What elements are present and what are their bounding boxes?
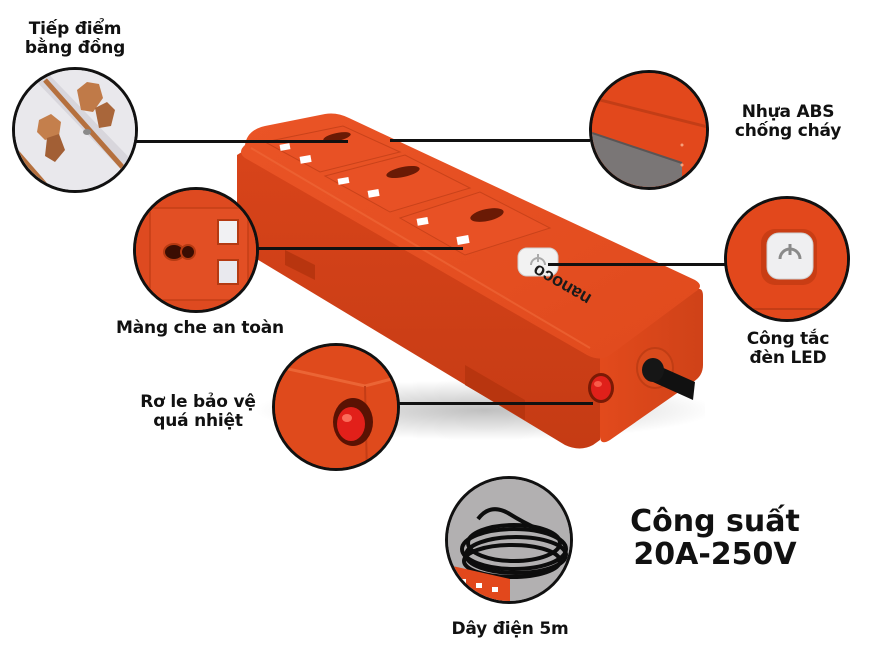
power-rating-title: Công suất (630, 504, 800, 539)
callout-thermal-relay (272, 343, 400, 471)
label-line: Tiếp điểm (28, 19, 122, 39)
callout-copper-contacts (12, 67, 138, 193)
connector-safety-shutter (258, 247, 463, 250)
connector-abs-plastic (390, 139, 590, 142)
power-strip-image: nanoco (225, 100, 705, 460)
callout-led-switch (724, 196, 850, 322)
callout-cable (445, 476, 573, 604)
label-line: Màng che an toàn (116, 318, 284, 338)
abs-plastic-icon (592, 73, 706, 187)
connector-copper-contacts (135, 140, 348, 143)
power-rating: Công suất 20A-250V (600, 505, 830, 571)
universal-socket-icon (136, 190, 256, 310)
label-line: Công tắc (746, 329, 830, 349)
copper-contacts-icon (15, 70, 135, 190)
connector-thermal-relay (395, 402, 593, 405)
label-line: đèn LED (749, 348, 827, 369)
label-abs-plastic: Nhựa ABS chống cháy (718, 102, 858, 142)
label-line: bằng đồng (24, 38, 126, 59)
label-line: chống cháy (734, 121, 842, 142)
label-copper-contacts: Tiếp điểm bằng đồng (10, 19, 140, 59)
label-cable: Dây điện 5m (430, 619, 590, 639)
power-rating-value: 20A-250V (633, 537, 797, 572)
connector-led-switch (548, 263, 726, 266)
label-safety-shutter: Màng che an toàn (95, 318, 305, 338)
label-line: quá nhiệt (153, 411, 243, 432)
label-line: Dây điện 5m (451, 619, 569, 639)
label-thermal-relay: Rơ le bảo vệ quá nhiệt (118, 392, 278, 432)
cable-coil-icon (448, 479, 570, 601)
label-line: Nhựa ABS (741, 102, 835, 122)
power-strip-drawing: nanoco (237, 113, 705, 449)
label-led-switch: Công tắc đèn LED (728, 329, 848, 369)
power-icon (727, 199, 847, 319)
callout-abs-plastic (589, 70, 709, 190)
callout-safety-shutter (133, 187, 259, 313)
relay-button-icon (275, 346, 397, 468)
label-line: Rơ le bảo vệ (140, 392, 256, 412)
